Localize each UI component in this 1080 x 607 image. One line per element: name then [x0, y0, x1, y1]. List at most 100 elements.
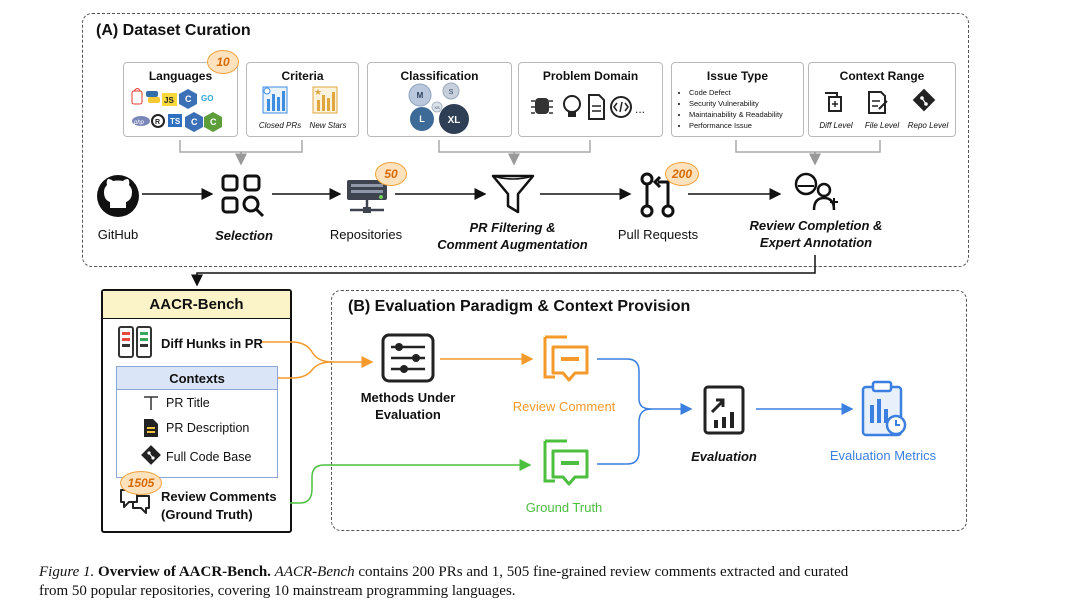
review-completion-line1: Review Completion & [749, 218, 883, 233]
svg-text:R: R [155, 119, 160, 126]
languages-count-badge: 10 [207, 50, 239, 74]
issue-type-item: Security Vulnerability [689, 98, 783, 109]
file-level-icon [868, 91, 888, 114]
contexts-header [117, 367, 277, 390]
context-full-code-base: Full Code Base [166, 450, 252, 464]
file-level-label: File Level [864, 121, 900, 130]
issue-type-item: Code Defect [689, 87, 783, 98]
caption-name: AACR-Bench [274, 564, 355, 580]
svg-text:L: L [419, 114, 425, 124]
repositories-label: Repositories [329, 227, 403, 242]
review-comments-line1: Review Comments [161, 489, 277, 504]
issue-type-title: Issue Type [706, 69, 769, 83]
evaluation-paradigm-panel [331, 290, 967, 531]
bug-icon [531, 98, 553, 114]
classification-card: Classification M S XS L XL [367, 62, 512, 137]
document-icon [588, 94, 605, 120]
cpp-icon: C [185, 112, 203, 132]
svg-text:S: S [449, 89, 454, 96]
figure-caption: Figure 1. Overview of AACR-Bench. AACR-B… [39, 563, 1049, 601]
selection-label: Selection [215, 228, 273, 243]
methods-line1: Methods Under [360, 390, 456, 405]
github-icon [97, 175, 139, 217]
ellipsis-text: ... [635, 102, 645, 116]
c-language-icon: C [179, 89, 197, 109]
svg-text:TS: TS [170, 117, 181, 126]
languages-card: Languages JS C GO php R TS C C [123, 62, 238, 137]
svg-text:JS: JS [164, 96, 174, 105]
issue-type-card: Issue Type Code Defect Security Vulnerab… [671, 62, 804, 137]
methods-label: Methods Under Evaluation [350, 389, 466, 423]
svg-text:C: C [191, 117, 198, 127]
issue-type-item: Performance Issue [689, 120, 783, 131]
svg-text:php: php [133, 120, 145, 126]
section-a-connectors [142, 140, 881, 287]
problem-domain-title: Problem Domain [542, 69, 639, 83]
php-icon: php [132, 116, 150, 126]
code-base-git-icon [141, 445, 161, 465]
ground-truth-icon [543, 439, 589, 486]
diff-level-label: Diff Level [819, 121, 853, 130]
java-icon [131, 88, 143, 105]
review-comment-label: Review Comment [512, 399, 616, 414]
svg-text:GO: GO [201, 94, 213, 103]
title-text-icon [144, 396, 158, 410]
pull-requests-label: Pull Requests [617, 227, 699, 242]
aacr-bench-title: AACR-Bench [149, 296, 244, 313]
review-comments-line2: (Ground Truth) [161, 507, 253, 522]
issue-type-item: Maintainability & Readability [689, 109, 783, 120]
context-pr-description: PR Description [166, 421, 250, 435]
selection-icon [221, 174, 265, 218]
review-comments-label: Review Comments (Ground Truth) [161, 488, 277, 524]
context-pr-title: PR Title [166, 396, 210, 410]
closed-prs-label: Closed PRs [258, 121, 302, 130]
methods-sliders-icon [381, 333, 435, 383]
review-comment-icon [543, 335, 589, 382]
evaluation-paradigm-title: (B) Evaluation Paradigm & Context Provis… [348, 298, 691, 315]
svg-text:C: C [185, 94, 192, 104]
ground-truth-label: Ground Truth [525, 500, 603, 515]
context-range-title: Context Range [839, 69, 925, 83]
review-comments-count-badge: 1505 [120, 471, 162, 495]
methods-line2: Evaluation [375, 407, 441, 422]
criteria-card: Criteria ★ Closed PRs New Stars [246, 62, 359, 137]
typescript-icon: TS [168, 114, 182, 127]
section-b-connectors [262, 341, 854, 504]
closed-prs-chart-icon [262, 86, 288, 114]
new-stars-chart-icon: ★ [312, 86, 338, 114]
diff-level-icon [825, 92, 842, 112]
language-icons: JS C GO php R TS C C [131, 88, 222, 132]
description-file-icon [144, 419, 158, 437]
caption-text-1: contains 200 PRs and 1, 505 fine-grained… [354, 564, 849, 580]
github-label: GitHub [97, 227, 139, 242]
rust-icon: R [151, 114, 165, 128]
evaluation-chart-icon [703, 385, 745, 435]
contexts-title: Contexts [169, 371, 225, 386]
dataset-curation-title: (A) Dataset Curation [96, 22, 251, 39]
pull-requests-count-badge: 200 [665, 162, 699, 186]
criteria-title: Criteria [281, 69, 324, 83]
dataset-curation-panel [82, 13, 969, 267]
evaluation-metrics-icon [861, 380, 907, 437]
pr-filtering-label: PR Filtering & Comment Augmentation [420, 219, 605, 253]
repo-level-label: Repo Level [907, 121, 949, 130]
pull-request-icon [640, 172, 675, 218]
context-range-card: Context Range Diff Level File Level Repo… [808, 62, 956, 137]
go-icon: GO [201, 94, 213, 103]
caption-label: Figure 1. [39, 564, 95, 580]
repositories-server-icon [347, 180, 387, 213]
pr-filtering-line2: Comment Augmentation [437, 237, 588, 252]
python-icon [146, 91, 160, 103]
issue-type-list: Code Defect Security Vulnerability Maint… [677, 87, 783, 131]
svg-text:XL: XL [448, 115, 461, 126]
expert-annotation-icon [794, 172, 838, 211]
pr-filtering-line1: PR Filtering & [469, 220, 556, 235]
svg-text:M: M [417, 91, 424, 100]
javascript-icon: JS [162, 93, 177, 106]
svg-text:XS: XS [434, 105, 440, 110]
diff-hunks-icon [118, 326, 152, 358]
svg-text:★: ★ [314, 87, 322, 97]
code-icon [610, 96, 632, 118]
evaluation-metrics-label: Evaluation Metrics [829, 448, 937, 463]
svg-text:C: C [210, 117, 217, 127]
